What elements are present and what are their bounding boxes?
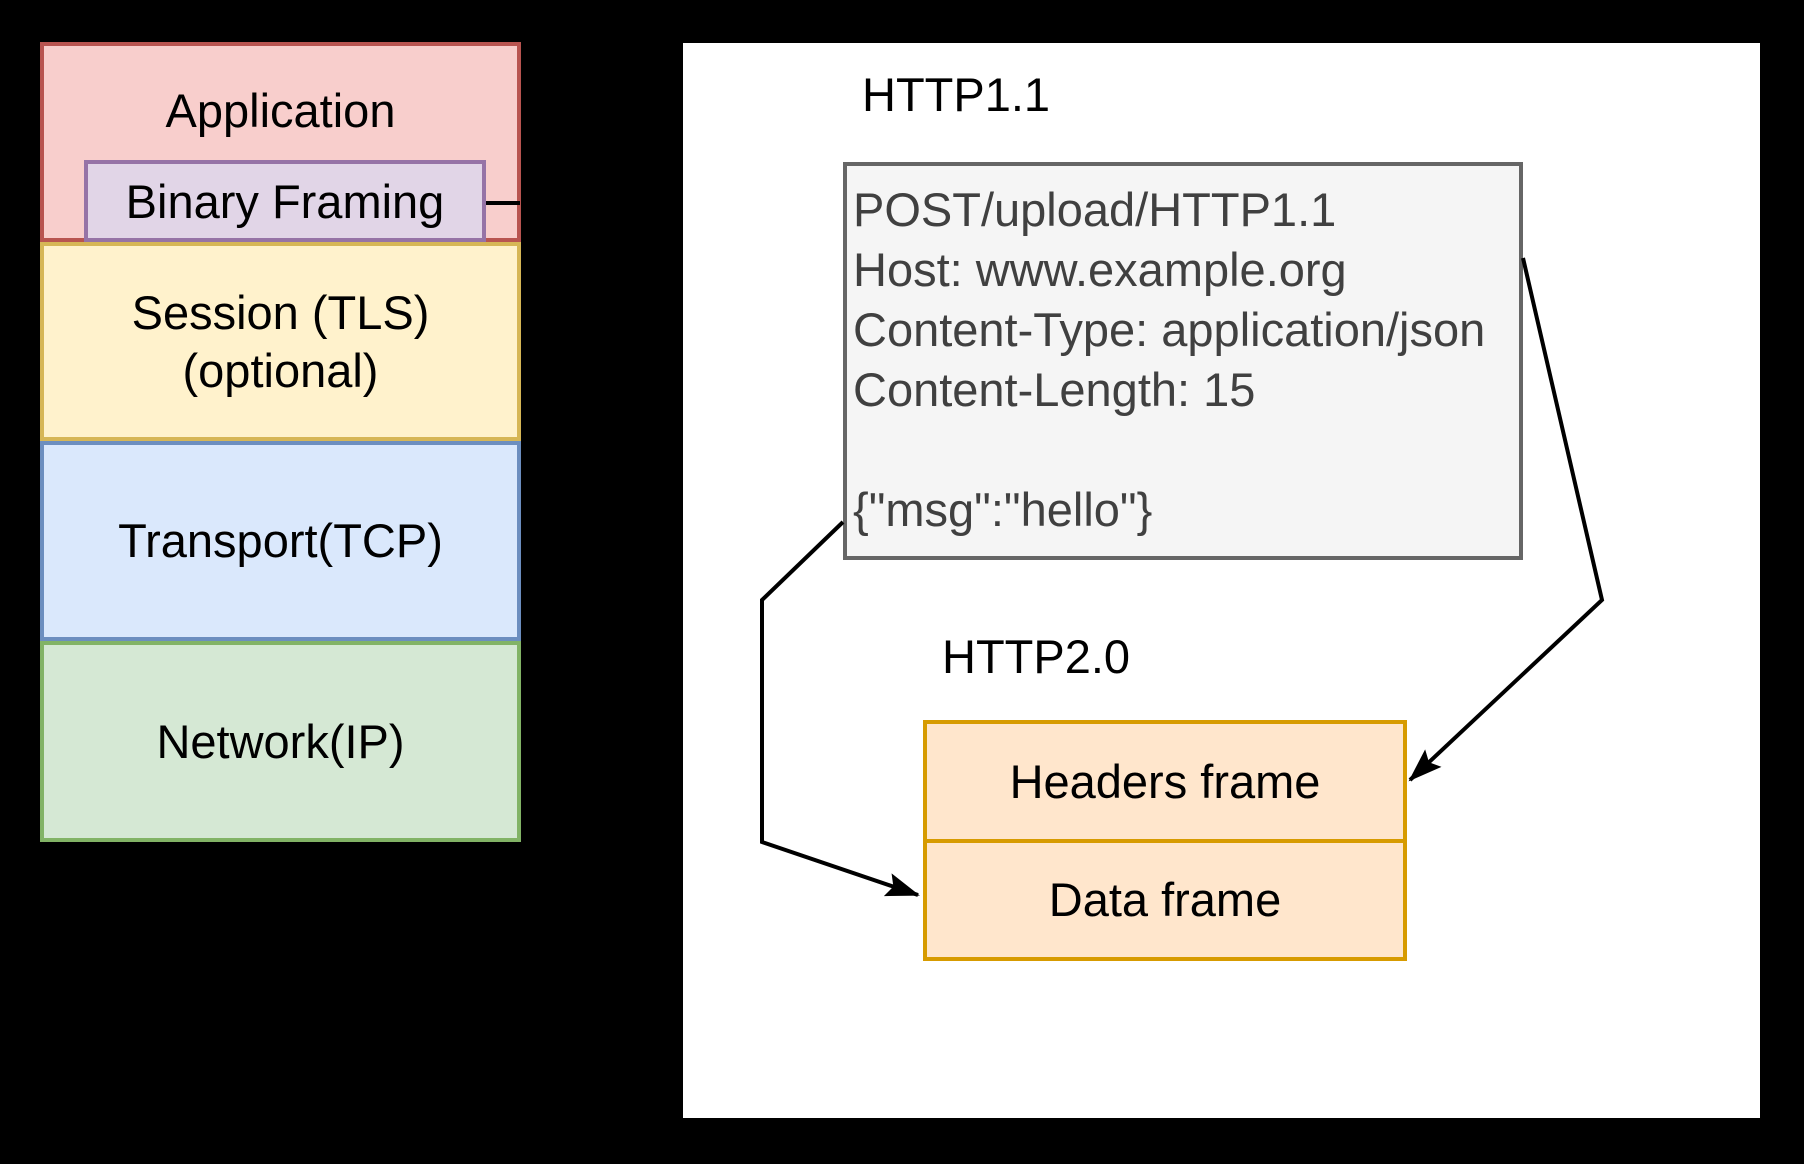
network-layer-box: Network(IP) (40, 641, 521, 842)
network-layer-label: Network(IP) (156, 714, 405, 768)
headers-frame-box: Headers frame (927, 724, 1403, 843)
binary-framing-box: Binary Framing (84, 160, 486, 242)
session-layer-box: Session (TLS) (optional) (40, 242, 521, 441)
http11-request-box: POST/upload/HTTP1.1 Host: www.example.or… (843, 162, 1523, 560)
application-layer-label: Application (165, 84, 396, 137)
transport-layer-label: Transport(TCP) (118, 514, 443, 567)
transport-layer-box: Transport(TCP) (40, 441, 521, 641)
http-comparison-panel: HTTP1.1 POST/upload/HTTP1.1 Host: www.ex… (683, 43, 1760, 1118)
http20-title: HTTP2.0 (942, 630, 1131, 683)
data-frame-box: Data frame (927, 843, 1403, 958)
http11-request-text: POST/upload/HTTP1.1 Host: www.example.or… (853, 183, 1486, 536)
http2-frames-box: Headers frame Data frame (923, 720, 1407, 961)
session-layer-label: Session (TLS) (optional) (131, 285, 430, 397)
binary-framing-label: Binary Framing (125, 174, 445, 228)
http11-title: HTTP1.1 (862, 68, 1051, 121)
headers-frame-label: Headers frame (1009, 754, 1321, 808)
data-frame-label: Data frame (1048, 873, 1282, 927)
